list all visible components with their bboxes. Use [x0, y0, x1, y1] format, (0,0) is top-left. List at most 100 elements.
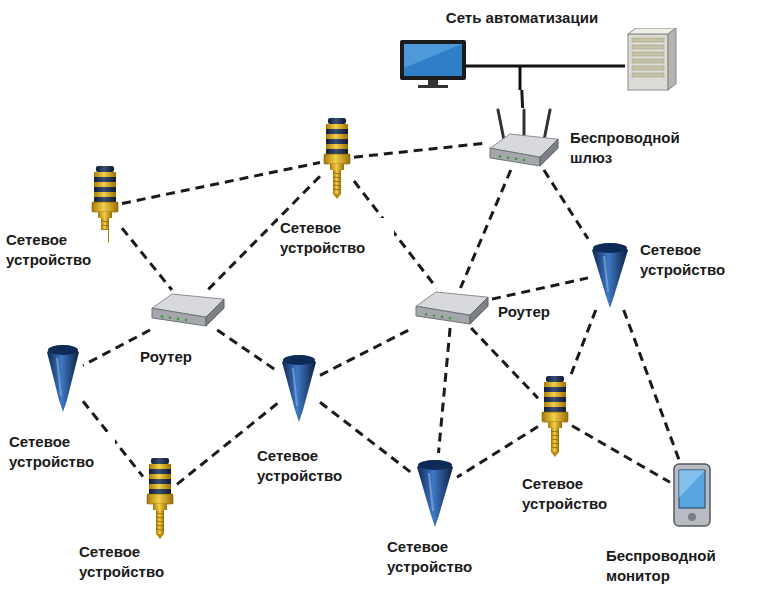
icon-part	[333, 185, 341, 186]
icon-part	[330, 164, 344, 170]
icon-part	[94, 182, 116, 187]
icon-part	[679, 470, 705, 508]
network-device: Сетевое устройство	[90, 166, 120, 248]
icon-part	[404, 44, 462, 76]
icon-part	[551, 435, 559, 436]
network-device: Сетевое устройство	[540, 376, 570, 456]
icon-part	[542, 412, 568, 422]
icon-part	[544, 392, 566, 397]
icon-part	[428, 80, 438, 85]
icon-part	[551, 452, 559, 457]
network-wire	[519, 66, 522, 90]
icon-part	[333, 170, 341, 194]
icon-part	[94, 192, 116, 197]
icon-part	[551, 443, 559, 444]
icon-part	[92, 202, 118, 212]
ysens-icon	[322, 118, 352, 200]
icon-part	[149, 489, 171, 494]
network-device: Сетевое устройство	[280, 350, 318, 422]
network-device: Сетевое устройство	[45, 340, 81, 412]
icon-part	[470, 297, 488, 324]
network-device: Роутер	[414, 290, 490, 326]
icon-part	[632, 52, 664, 56]
icon-part	[149, 474, 171, 479]
network-device: Сетевое устройство	[415, 455, 455, 527]
icon-part	[523, 159, 526, 162]
pda-icon	[672, 462, 712, 528]
icon-part	[333, 173, 341, 174]
icon-part	[324, 154, 350, 164]
wireless-link	[471, 328, 538, 398]
device-caption: Сетевое устройство	[385, 537, 501, 576]
device-caption: Сетевое устройство	[278, 218, 394, 257]
icon-part	[515, 158, 518, 161]
icon-part	[546, 376, 564, 382]
icon-part	[499, 155, 502, 158]
router-icon	[150, 292, 226, 328]
icon-part	[326, 124, 348, 129]
icon-part	[333, 181, 341, 182]
icon-part	[156, 521, 164, 522]
icon-part	[94, 177, 116, 182]
icon-part	[523, 110, 526, 138]
icon-part	[632, 38, 664, 42]
icon-part	[551, 431, 559, 432]
icon-part	[404, 44, 462, 68]
wireless-link	[457, 427, 538, 478]
icon-part	[185, 319, 188, 322]
icon-part	[206, 299, 224, 326]
icon-part	[592, 243, 628, 308]
icon-part	[283, 355, 315, 365]
icon-part	[544, 402, 566, 407]
network-device: Сетевое устройство	[322, 118, 352, 200]
icon-part	[328, 118, 346, 124]
device-caption: Роутер	[138, 347, 222, 367]
icon-part	[632, 59, 664, 63]
icon-part	[544, 110, 550, 140]
icon-part	[326, 139, 348, 144]
icon-part	[604, 256, 608, 292]
icon-part	[540, 139, 558, 166]
icon-part	[679, 470, 705, 498]
icon-part	[147, 494, 173, 504]
icon-part	[153, 504, 167, 510]
wireless-link	[122, 163, 320, 204]
icon-part	[688, 513, 696, 521]
device-caption: Сетевое устройство	[7, 432, 115, 471]
server-tower	[628, 34, 668, 90]
wireless-link	[122, 228, 172, 290]
gw-icon	[488, 110, 560, 168]
icon-part	[632, 45, 664, 49]
icon-part	[417, 460, 453, 527]
device-caption: Сетевое устройство	[638, 240, 754, 279]
icon-part	[551, 447, 559, 448]
wireless-link	[439, 328, 451, 453]
icon-part	[151, 458, 169, 464]
network-device: Роутер	[150, 292, 226, 328]
icon-part	[94, 187, 116, 192]
icon-part	[57, 358, 61, 396]
network-device: Сетевое устройство	[590, 238, 630, 308]
icon-part	[156, 525, 164, 526]
icon-part	[551, 428, 559, 452]
device-caption: Роутер	[496, 302, 580, 322]
bsens-icon	[280, 350, 318, 422]
network-device: Беспроводной шлюз	[488, 110, 560, 168]
icon-part	[96, 166, 114, 172]
automation-network: Сеть автоматизации	[360, 8, 680, 90]
bsens-icon	[45, 340, 81, 412]
icon-part	[101, 221, 109, 222]
icon-part	[156, 513, 164, 514]
icon-part	[544, 407, 566, 412]
ysens-icon	[145, 458, 175, 538]
icon-part	[326, 134, 348, 139]
icon-part	[326, 129, 348, 134]
icon-part	[433, 314, 436, 317]
router-icon	[414, 290, 490, 326]
icon-part	[156, 510, 164, 534]
icon-part	[548, 422, 562, 428]
icon-part	[544, 387, 566, 392]
icon-part	[149, 484, 171, 489]
icon-part	[326, 149, 348, 154]
icon-part	[333, 189, 341, 190]
